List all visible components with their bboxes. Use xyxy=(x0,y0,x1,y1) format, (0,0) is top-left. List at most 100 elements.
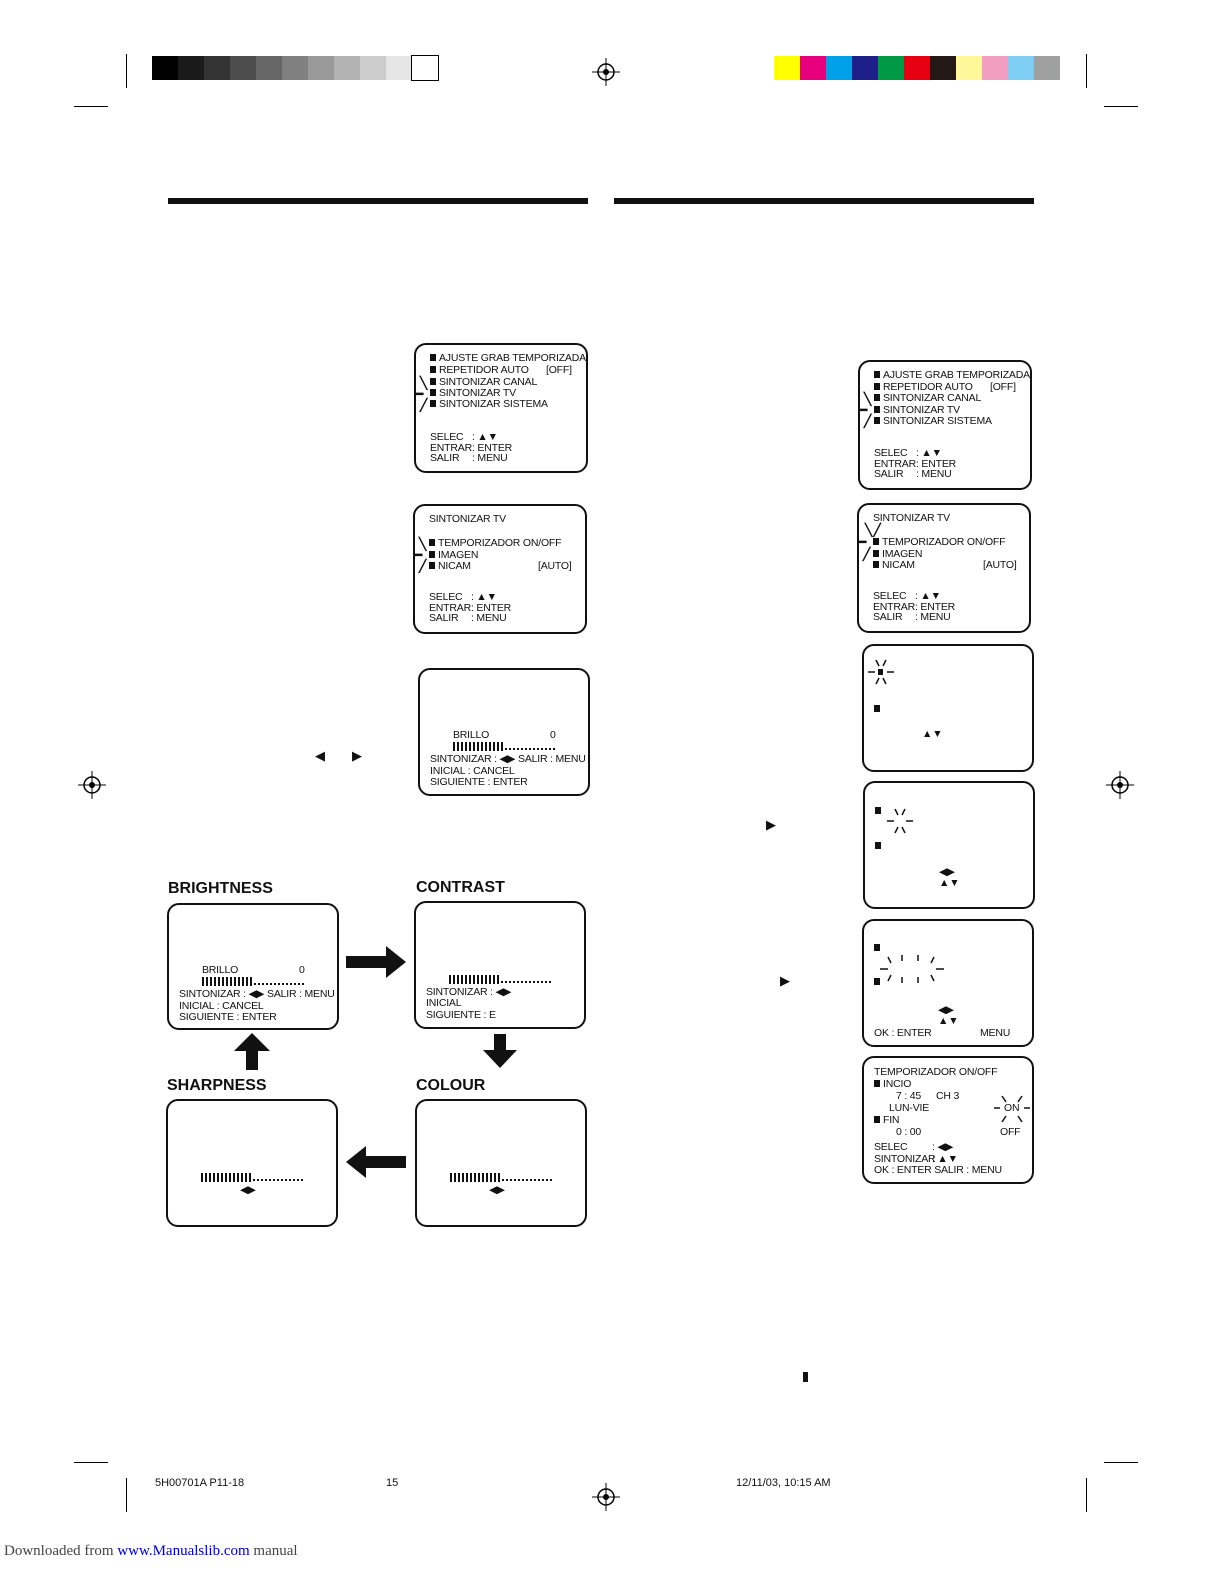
menu-screen-sintonizar-tv-right: SINTONIZAR TV TEMPORIZADOR ON/OFF IMAGEN… xyxy=(857,503,1031,633)
left-right-arrows-icon: ◀▶ xyxy=(489,1184,505,1196)
setting-value: 0 xyxy=(550,729,556,741)
crop-mark xyxy=(126,54,127,88)
up-down-arrows-icon: ▲▼ xyxy=(938,1015,959,1027)
menu-value: [AUTO] xyxy=(983,559,1017,571)
footer-date: 12/11/03, 10:15 AM xyxy=(736,1477,831,1489)
flash-mark-icon: ╲ xyxy=(419,537,426,551)
calibration-swatch xyxy=(178,56,204,80)
flash-mark-icon: ╲ xyxy=(864,392,871,406)
menu-item: NICAM xyxy=(438,560,471,572)
colour-screen: ◀▶ xyxy=(415,1099,587,1227)
section-rule-left xyxy=(168,198,588,204)
calibration-swatch xyxy=(826,56,852,80)
arrow-up-icon xyxy=(234,1033,270,1070)
flash-mark-icon: ━ xyxy=(860,403,867,417)
crop-mark xyxy=(1086,1478,1087,1512)
screen-title: SINTONIZAR TV xyxy=(873,512,950,524)
sharpness-heading: SHARPNESS xyxy=(167,1077,267,1094)
brillo-adjust-screen: BRILLO 0 SINTONIZAR : ◀▶ SALIR : MENU IN… xyxy=(418,668,590,796)
level-bar xyxy=(449,975,551,984)
menu-item: AJUSTE GRAB TEMPORIZADA xyxy=(883,369,1030,381)
menu-item: SINTONIZAR TV xyxy=(883,404,960,416)
flash-mark-icon: ╱ xyxy=(863,547,870,561)
setting-label: BRILLO xyxy=(202,964,239,976)
calibration-swatch xyxy=(411,55,439,81)
menu-value: [OFF] xyxy=(546,364,572,376)
menu-item: SINTONIZAR SISTEMA xyxy=(439,398,548,410)
right-arrow-icon: ▶ xyxy=(766,817,776,832)
left-arrow-icon: ◀ xyxy=(315,748,325,763)
level-bar xyxy=(201,1173,303,1182)
menu-item: AJUSTE GRAB TEMPORIZADA xyxy=(439,352,586,364)
right-arrow-icon: ▶ xyxy=(352,748,362,763)
calibration-swatch xyxy=(1008,56,1034,80)
level-bar xyxy=(202,977,304,986)
registration-mark-icon xyxy=(592,58,620,86)
calibration-swatch xyxy=(930,56,956,80)
level-bar xyxy=(453,742,555,751)
menu-item: SINTONIZAR CANAL xyxy=(883,392,982,404)
menu-value: [OFF] xyxy=(990,381,1016,393)
calibration-swatch xyxy=(386,56,412,80)
calibration-swatch xyxy=(982,56,1008,80)
menu-item: TEMPORIZADOR ON/OFF xyxy=(438,537,562,549)
crop-mark xyxy=(1104,106,1138,107)
menu-screen-main-right: AJUSTE GRAB TEMPORIZADA REPETIDOR AUTO [… xyxy=(858,360,1032,490)
calibration-swatch xyxy=(204,56,230,80)
crop-mark xyxy=(126,1478,127,1512)
up-down-arrows-icon: ▲▼ xyxy=(939,877,960,889)
left-right-arrows-icon: ◀▶ xyxy=(939,866,955,878)
timer-step-screen-1: ▲▼ xyxy=(862,644,1034,772)
small-bullet-mark xyxy=(803,1372,808,1382)
menu-item: SINTONIZAR TV xyxy=(439,387,516,399)
brightness-screen: BRILLO 0 SINTONIZAR : ◀▶ SALIR : MENU IN… xyxy=(167,903,339,1030)
section-rule-right xyxy=(614,198,1034,204)
contrast-heading: CONTRAST xyxy=(416,879,505,896)
calibration-swatch xyxy=(334,56,360,80)
calibration-swatch xyxy=(230,56,256,80)
menu-value: [AUTO] xyxy=(538,560,572,572)
menu-item: IMAGEN xyxy=(882,548,923,560)
flash-mark-icon: ━ xyxy=(859,535,866,549)
flash-mark-icon: ╱ xyxy=(419,559,426,573)
calibration-swatch xyxy=(800,56,826,80)
menu-screen-sintonizar-tv-left: SINTONIZAR TV TEMPORIZADOR ON/OFF IMAGEN… xyxy=(413,504,587,634)
setting-label: BRILLO xyxy=(453,729,490,741)
arrow-left-icon xyxy=(346,1146,406,1178)
up-down-arrows-icon: ▲▼ xyxy=(922,728,943,740)
menu-item: NICAM xyxy=(882,559,915,571)
calibration-swatch xyxy=(852,56,878,80)
level-bar xyxy=(450,1173,552,1182)
brightness-heading: BRIGHTNESS xyxy=(168,880,273,897)
download-notice: Downloaded from www.Manualslib.com manua… xyxy=(4,1543,298,1559)
timer-step-screen-3: ◀▶ ▲▼ OK : ENTER MENU xyxy=(862,919,1034,1047)
timer-step-screen-2: ◀▶ ▲▼ xyxy=(863,781,1035,909)
menu-item: SINTONIZAR CANAL xyxy=(439,376,538,388)
calibration-swatch xyxy=(308,56,334,80)
flash-mark-icon xyxy=(887,808,913,834)
menu-item: SINTONIZAR SISTEMA xyxy=(883,415,992,427)
calibration-swatch xyxy=(360,56,386,80)
arrow-down-icon xyxy=(483,1034,517,1068)
flash-mark-icon xyxy=(994,1095,1030,1123)
flash-mark-icon xyxy=(868,659,894,685)
crop-mark xyxy=(1104,1462,1138,1463)
calibration-swatch xyxy=(904,56,930,80)
right-arrow-icon: ▶ xyxy=(780,973,790,988)
crop-mark xyxy=(74,106,108,107)
flash-mark-icon: ━ xyxy=(416,387,423,401)
screen-title: SINTONIZAR TV xyxy=(429,513,506,525)
calibration-swatch xyxy=(1034,56,1060,80)
menu-item: TEMPORIZADOR ON/OFF xyxy=(882,536,1006,548)
calibration-swatch xyxy=(878,56,904,80)
flash-mark-icon: ╲ xyxy=(420,376,427,390)
manualslib-link[interactable]: www.Manualslib.com xyxy=(117,1543,250,1559)
registration-mark-icon xyxy=(1106,771,1134,799)
calibration-swatch xyxy=(774,56,800,80)
crop-mark xyxy=(1086,54,1087,88)
registration-mark-icon xyxy=(78,771,106,799)
calibration-swatch xyxy=(256,56,282,80)
menu-item: REPETIDOR AUTO xyxy=(439,364,529,376)
footer-file-code: 5H00701A P11-18 xyxy=(155,1477,245,1489)
calibration-swatch xyxy=(282,56,308,80)
